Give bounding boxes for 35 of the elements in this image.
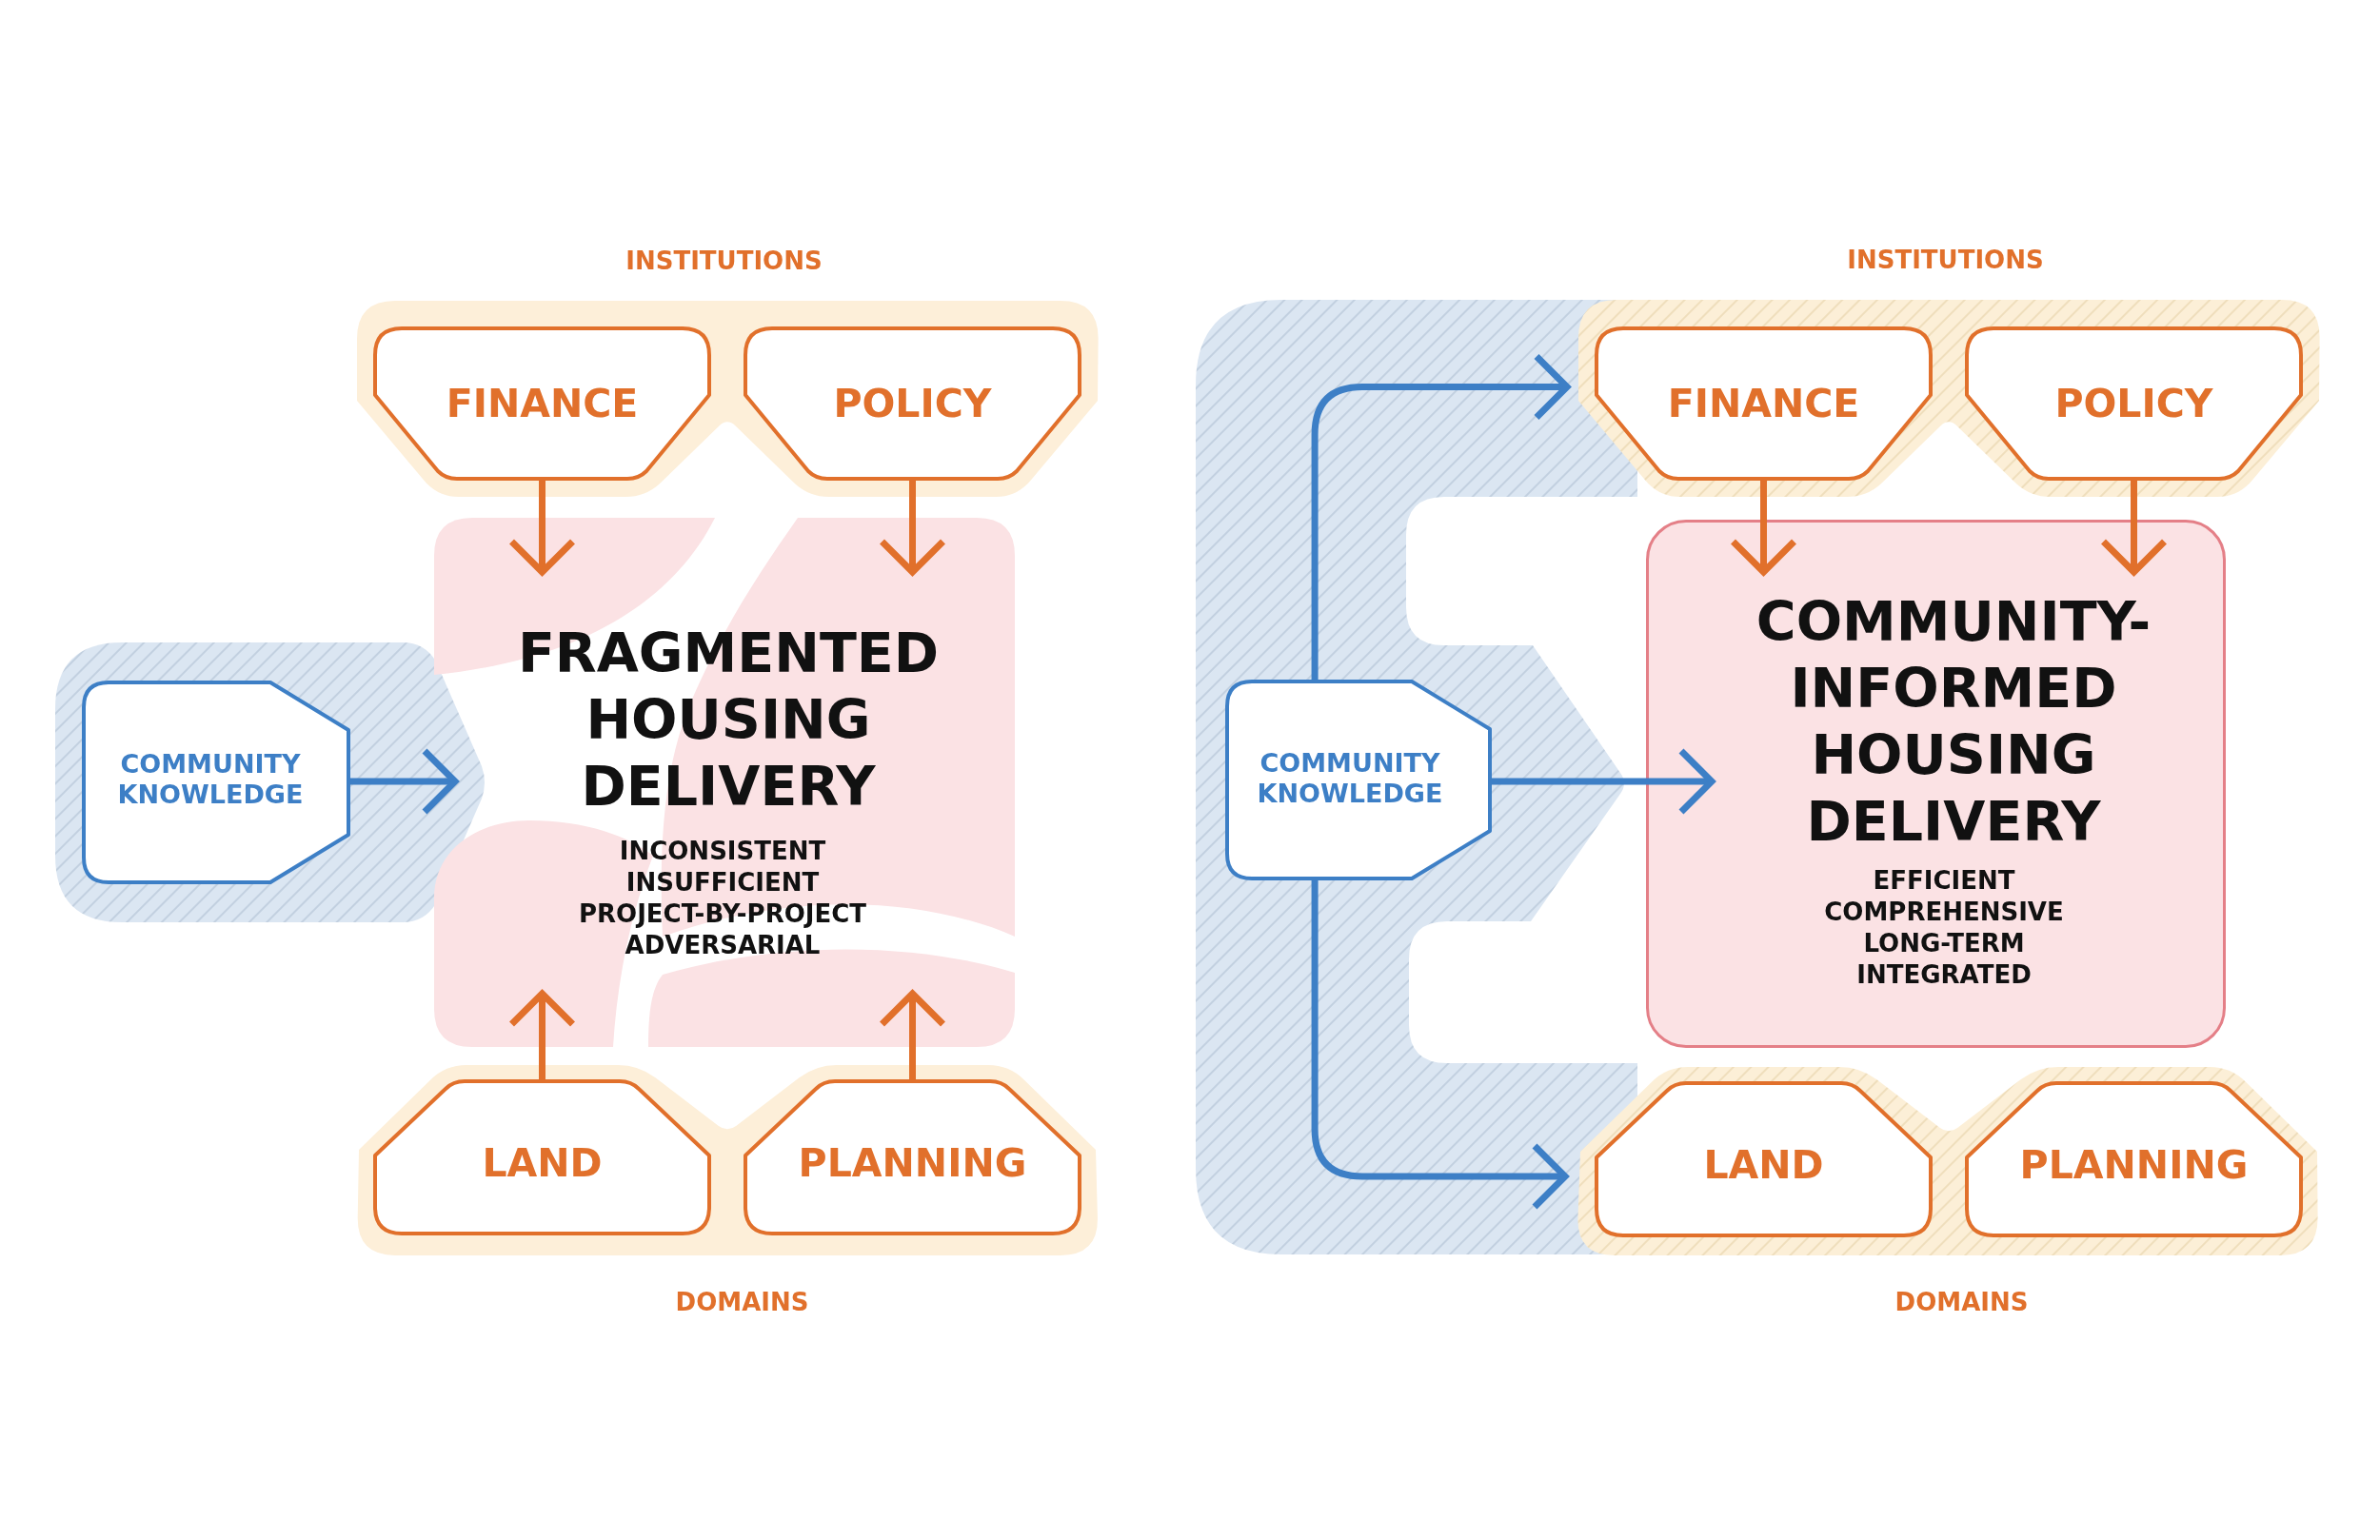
attribute-text: INTEGRATED bbox=[1855, 959, 2033, 991]
attribute-text: COMPREHENSIVE bbox=[1823, 897, 2065, 928]
source-name: COMMUNITY KNOWLEDGE bbox=[116, 749, 305, 810]
arrow bbox=[350, 747, 459, 816]
attribute-text: INSUFFICIENT bbox=[625, 867, 821, 898]
institution-name: POLICY bbox=[2053, 381, 2214, 426]
domain-name: LAND bbox=[1702, 1142, 1825, 1188]
arrow bbox=[1730, 481, 1797, 576]
group-heading: INSTITUTIONS bbox=[625, 246, 823, 276]
arrow bbox=[1492, 747, 1716, 816]
domain-name: PLANNING bbox=[2018, 1142, 2250, 1188]
source-name: COMMUNITY KNOWLEDGE bbox=[1256, 747, 1444, 809]
institution-name: FINANCE bbox=[445, 381, 640, 426]
result-panel bbox=[1646, 520, 2226, 1048]
institution-name: POLICY bbox=[832, 381, 993, 426]
arrow bbox=[879, 481, 946, 576]
panel-title: COMMUNITY- INFORMED HOUSING DELIVERY bbox=[1755, 589, 2152, 855]
panel-title: FRAGMENTED HOUSING DELIVERY bbox=[516, 621, 941, 819]
group-heading: INSTITUTIONS bbox=[1846, 245, 2045, 275]
arrow bbox=[1311, 353, 1571, 680]
attribute-text: ADVERSARIAL bbox=[624, 930, 822, 961]
group-heading: DOMAINS bbox=[674, 1287, 810, 1317]
arrow bbox=[2100, 481, 2168, 576]
attribute-text: PROJECT-BY-PROJECT bbox=[578, 898, 867, 930]
arrow bbox=[879, 990, 946, 1079]
institution-name: FINANCE bbox=[1666, 381, 1861, 426]
attribute-text: LONG-TERM bbox=[1862, 928, 2026, 959]
arrow bbox=[1311, 880, 1569, 1211]
domain-name: LAND bbox=[481, 1140, 604, 1186]
domain-name: PLANNING bbox=[797, 1140, 1028, 1186]
attribute-text: EFFICIENT bbox=[1872, 865, 2016, 897]
group-heading: DOMAINS bbox=[1894, 1287, 2030, 1317]
attribute-text: INCONSISTENT bbox=[618, 836, 827, 867]
arrow bbox=[508, 481, 576, 576]
arrow bbox=[508, 990, 576, 1079]
